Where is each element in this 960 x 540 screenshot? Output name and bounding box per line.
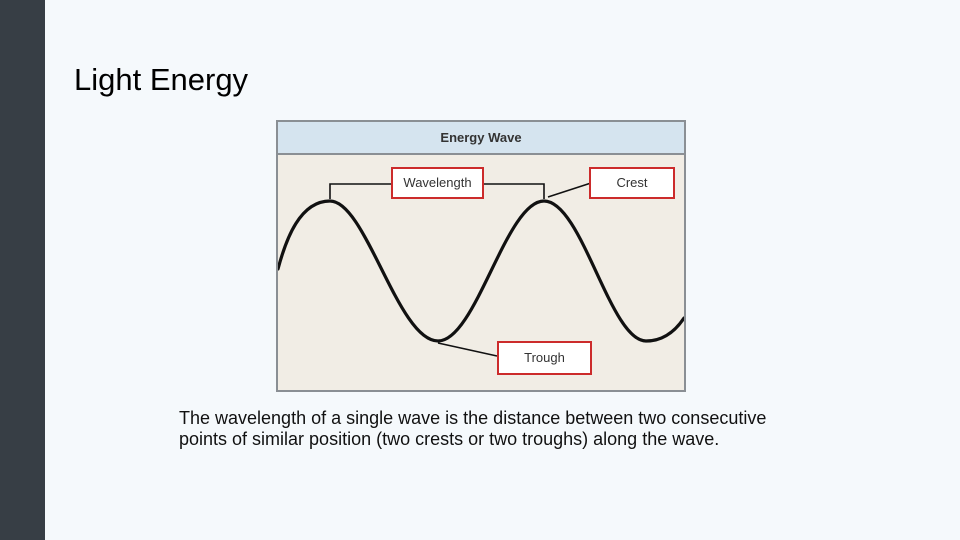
slide-caption: The wavelength of a single wave is the d… [179, 408, 767, 449]
crest-pointer [547, 182, 592, 198]
wave-line [278, 199, 684, 343]
wave-graphic [278, 182, 684, 357]
wavelength-label: Wavelength [391, 167, 484, 199]
slide-title: Light Energy [74, 62, 249, 97]
energy-wave-diagram: Energy Wave Wavelength Crest Trough [276, 120, 686, 392]
trough-label: Trough [497, 341, 592, 375]
trough-pointer [437, 342, 498, 357]
crest-label: Crest [589, 167, 675, 199]
diagram-header: Energy Wave [278, 122, 684, 155]
sidebar-accent [0, 0, 45, 540]
